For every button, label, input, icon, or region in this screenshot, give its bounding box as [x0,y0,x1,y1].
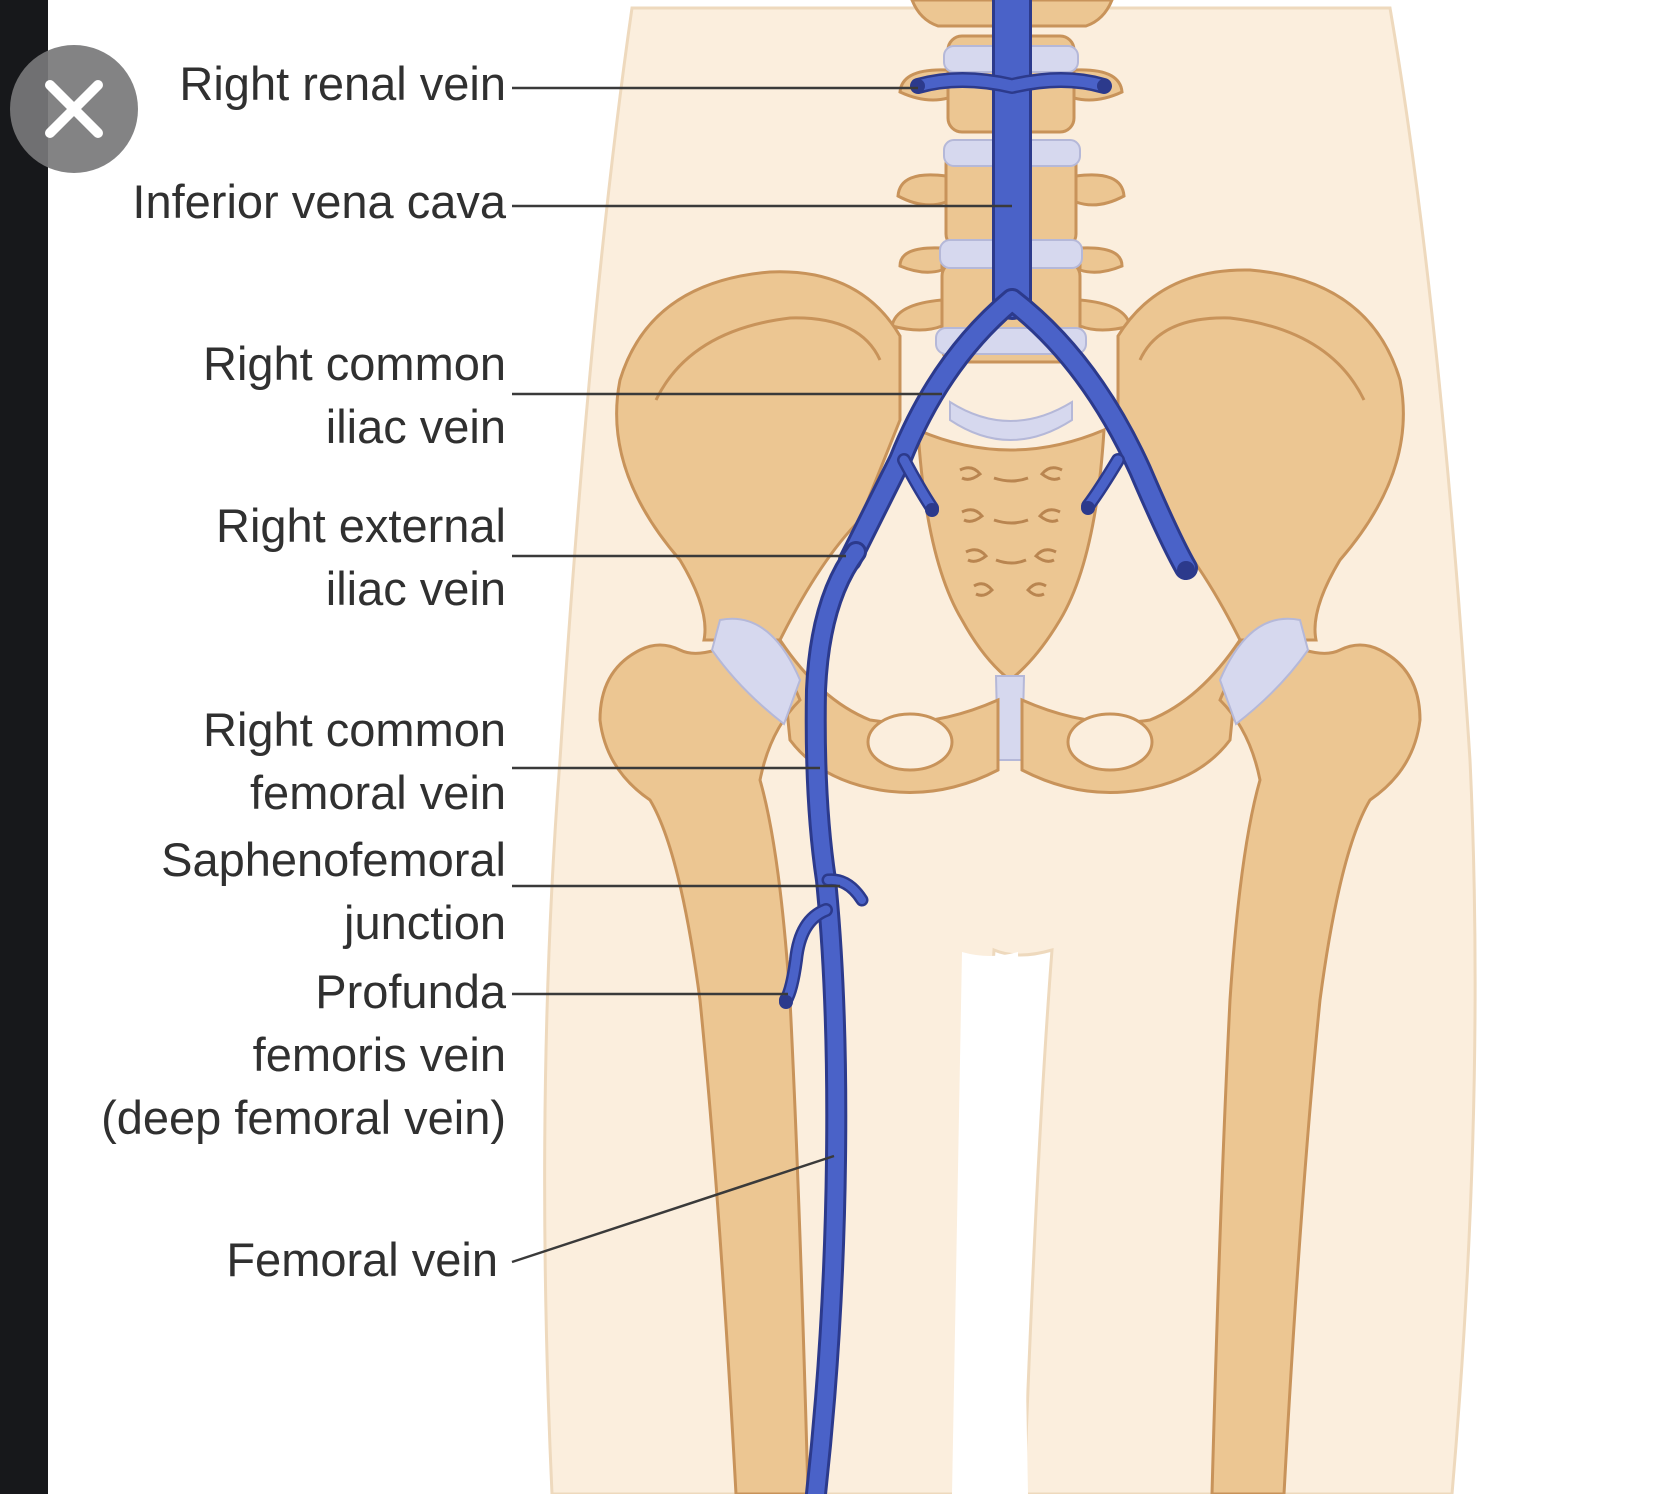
obturator-foramen-left [1066,712,1154,772]
close-button[interactable] [10,45,138,173]
label-line: Right common [203,337,506,390]
label-line: junction [344,896,506,949]
label-line: Right common [203,703,506,756]
label-right-common-iliac-vein: Right common iliac vein [203,332,506,458]
hip-joint-left [1218,617,1310,726]
label-line: Saphenofemoral [161,833,506,886]
label-line: femoral vein [250,766,506,819]
label-line: iliac vein [325,562,506,615]
hip-joint-right [710,617,802,726]
label-line: Right external [216,499,506,552]
leader-lines [511,86,1012,1264]
label-right-external-iliac-vein: Right external iliac vein [216,494,506,620]
label-line: Femoral vein [226,1233,498,1286]
venous-anatomy-diagram: Right renal vein Inferior vena cava Righ… [48,0,1660,1494]
close-icon [45,80,103,138]
label-line: (deep femoral vein) [101,1091,506,1144]
label-femoral-vein: Femoral vein [226,1228,498,1291]
sacrum [916,427,1106,682]
venous-system [779,0,1198,1494]
obturator-foramen-right [866,712,954,772]
label-inferior-vena-cava: Inferior vena cava [132,170,506,233]
label-saphenofemoral-junction: Saphenofemoral junction [161,828,506,954]
sacral-foramina [959,466,1063,597]
label-right-common-femoral-vein: Right common femoral vein [203,698,506,824]
label-line: Profunda [315,965,506,1018]
left-edge-bar [0,0,48,1494]
leg-gap [952,952,1028,1494]
label-line: femoris vein [252,1028,506,1081]
label-line: Inferior vena cava [132,175,506,228]
label-profunda-femoris-vein: Profunda femoris vein (deep femoral vein… [101,960,506,1149]
label-line: iliac vein [325,400,506,453]
anatomy-illustration [511,0,1477,1494]
pubic-symphysis [994,675,1026,761]
label-right-renal-vein: Right renal vein [179,52,506,115]
label-line: Right renal vein [179,57,506,110]
